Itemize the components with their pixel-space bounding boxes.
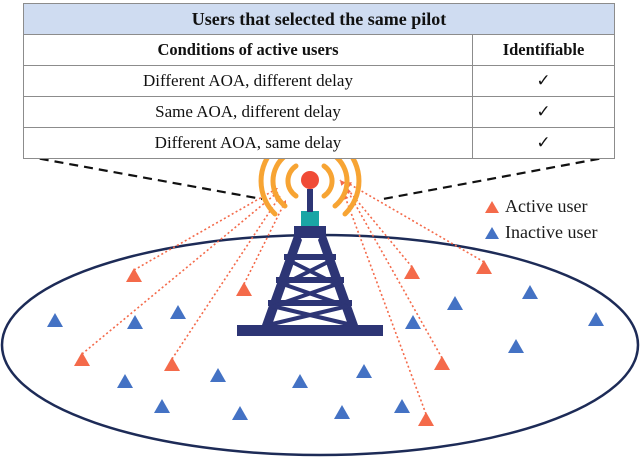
table-title-row: Users that selected the same pilot	[22, 3, 616, 35]
active-user-triangle-icon	[485, 200, 499, 213]
signal-arrowhead	[340, 180, 346, 186]
signal-path	[345, 187, 443, 359]
inactive-user-triangle-icon	[447, 296, 463, 310]
callout-line-left	[24, 154, 263, 201]
inactive-user-triangle-icon	[127, 315, 143, 329]
pilot-table: Users that selected the same pilot Condi…	[22, 3, 616, 159]
table-row: Different AOA, different delay ✓	[23, 65, 616, 97]
inactive-user-triangle-icon	[154, 399, 170, 413]
callout-line-right	[382, 154, 615, 201]
legend-active-label: Active user	[505, 196, 588, 216]
condition-cell: Same AOA, different delay	[23, 96, 473, 128]
active-user-triangle-icon	[164, 357, 180, 371]
condition-cell: Different AOA, different delay	[23, 65, 473, 97]
checkmark-icon: ✓	[471, 65, 616, 97]
header-conditions: Conditions of active users	[23, 34, 473, 66]
legend-inactive-label: Inactive user	[505, 222, 598, 242]
signal-path	[133, 187, 279, 271]
inactive-user-triangle-icon	[292, 374, 308, 388]
inactive-user-triangle-icon	[47, 313, 63, 327]
users	[47, 260, 604, 426]
inactive-user-triangle-icon	[356, 364, 372, 378]
active-user-triangle-icon	[418, 412, 434, 426]
active-user-triangle-icon	[404, 265, 420, 279]
active-user-triangle-icon	[236, 282, 252, 296]
signal-path	[343, 193, 427, 415]
header-identifiable: Identifiable	[471, 34, 616, 66]
signal-path	[81, 191, 279, 355]
legend-inactive: Inactive user	[484, 222, 597, 243]
inactive-user-triangle-icon	[485, 226, 499, 239]
condition-cell: Different AOA, same delay	[23, 127, 473, 159]
legend-active: Active user	[484, 196, 587, 217]
signal-path	[243, 199, 287, 285]
signal-path	[171, 195, 281, 360]
inactive-user-triangle-icon	[394, 399, 410, 413]
inactive-user-triangle-icon	[334, 405, 350, 419]
tower-icon	[237, 171, 383, 336]
inactive-user-triangle-icon	[508, 339, 524, 353]
inactive-user-triangle-icon	[170, 305, 186, 319]
checkmark-icon: ✓	[471, 96, 616, 128]
active-user-triangle-icon	[74, 352, 90, 366]
active-user-triangle-icon	[434, 356, 450, 370]
signal-paths	[81, 179, 485, 415]
inactive-user-triangle-icon	[588, 312, 604, 326]
inactive-user-triangle-icon	[232, 406, 248, 420]
table-header-row: Conditions of active users Identifiable	[23, 34, 616, 66]
inactive-user-triangle-icon	[117, 374, 133, 388]
table-row: Different AOA, same delay ✓	[23, 127, 616, 159]
inactive-user-triangle-icon	[405, 315, 421, 329]
active-user-triangle-icon	[126, 268, 142, 282]
table-title: Users that selected the same pilot	[22, 3, 616, 35]
table-row: Same AOA, different delay ✓	[23, 96, 616, 128]
checkmark-icon: ✓	[471, 127, 616, 159]
inactive-user-triangle-icon	[210, 368, 226, 382]
inactive-user-triangle-icon	[522, 285, 538, 299]
signal-path	[339, 179, 413, 268]
active-user-triangle-icon	[476, 260, 492, 274]
